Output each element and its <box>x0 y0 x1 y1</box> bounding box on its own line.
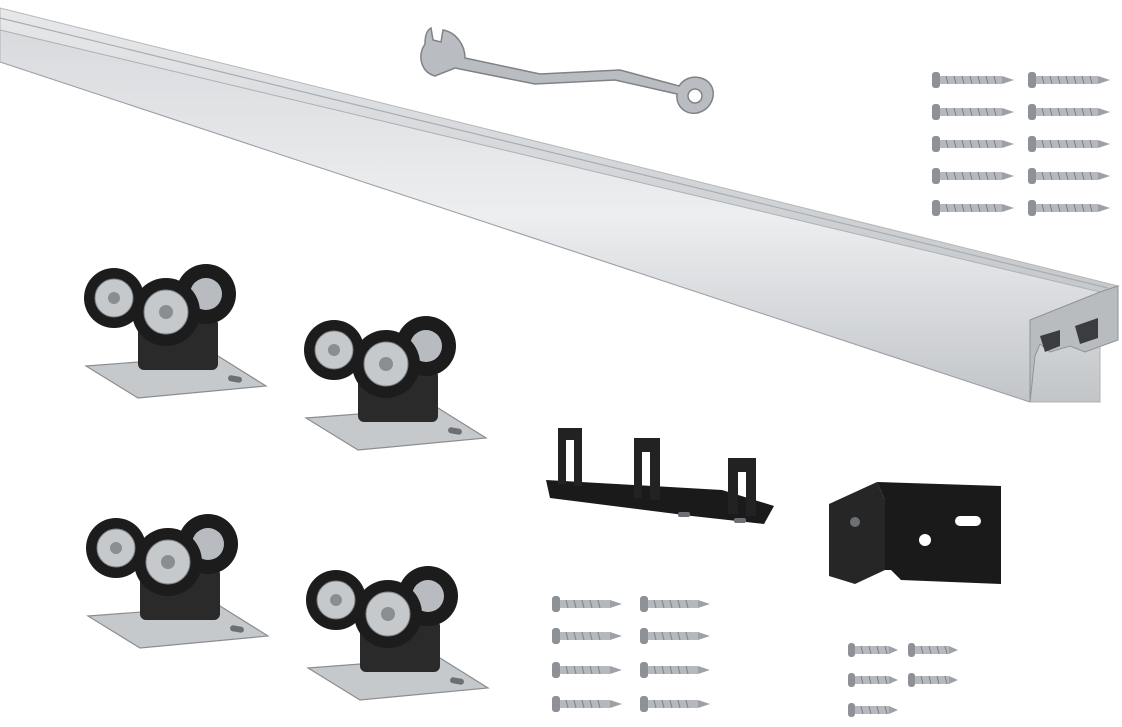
bracket-icon <box>829 482 1001 584</box>
aluminum-rail-icon <box>0 7 1120 403</box>
screw-icon <box>931 71 1111 217</box>
screw-icon <box>847 642 959 718</box>
floor-guide-icon <box>546 428 774 524</box>
roller-carriage <box>86 514 270 649</box>
roller-carriage <box>304 316 488 451</box>
roller-carriage <box>306 566 490 701</box>
roller-carriage <box>84 264 268 399</box>
screw-icon <box>551 595 711 713</box>
wrench-icon <box>420 26 714 114</box>
